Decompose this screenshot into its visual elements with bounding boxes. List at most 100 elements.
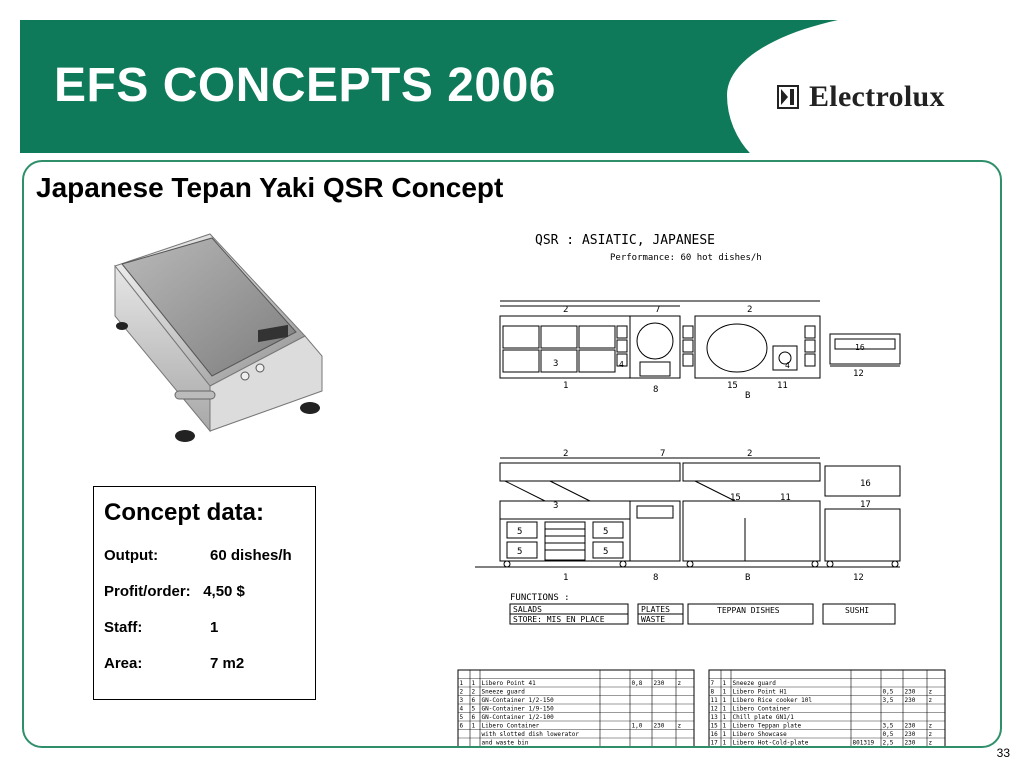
table-cell: 7 [711, 680, 715, 687]
table-cell: 1 [472, 680, 476, 687]
plan-label: B [745, 391, 750, 401]
drawing-performance: Performance: 60 hot dishes/h [610, 253, 762, 263]
table-cell: Libero Point H1 [733, 689, 788, 696]
table-cell: 0,5 [883, 731, 894, 738]
table-cell: Libero Showcase [733, 731, 788, 738]
elev-label: 15 [730, 493, 741, 503]
table-cell: z [929, 740, 933, 747]
concept-label: Staff: [104, 619, 143, 636]
table-cell: Sneeze guard [733, 680, 777, 687]
table-cell: 230 [654, 680, 665, 687]
table-cell: 4 [460, 706, 464, 713]
plan-label: 4 [785, 361, 790, 370]
function-label: SALADS [513, 605, 542, 614]
elev-label: 17 [860, 500, 871, 510]
table-cell: z [929, 689, 933, 696]
table-cell: 5 [460, 714, 464, 721]
table-cell: 1 [723, 740, 727, 747]
table-cell: z [929, 731, 933, 738]
table-cell: Libero Point 41 [482, 680, 537, 687]
concept-value: 4,50 $ [203, 583, 245, 600]
electrolux-mark-icon [777, 85, 799, 109]
elev-label: 12 [853, 573, 864, 583]
concept-label: Area: [104, 655, 143, 672]
concept-label: Output: [104, 547, 159, 564]
table-cell: Libero Hot-Cold-plate [733, 740, 809, 747]
table-cell: 230 [654, 723, 665, 730]
table-cell: 230 [905, 740, 916, 747]
plan-label: 2 [747, 305, 752, 315]
table-cell: z [929, 697, 933, 704]
table-cell: z [678, 680, 682, 687]
table-cell: 801319 [853, 740, 875, 747]
slide-title: EFS CONCEPTS 2006 [54, 59, 556, 112]
concept-value: 60 dishes/h [210, 547, 292, 564]
electrolux-logo: Electrolux [777, 80, 945, 114]
elev-label: 1 [563, 573, 568, 583]
plan-view: 2 7 2 3 4 4 16 1 8 15 11 B 12 [499, 300, 901, 401]
plan-label: 12 [853, 369, 864, 379]
concept-value: 7 m2 [210, 655, 245, 672]
logo-panel [727, 20, 1024, 153]
layout-drawing: QSR : ASIATIC, JAPANESE Performance: 60 … [457, 233, 946, 747]
table-cell: 1 [472, 723, 476, 730]
concept-row-area: Area: 7 m2 [104, 655, 244, 672]
table-cell: Libero Container [733, 706, 791, 713]
elev-label: 2 [747, 449, 752, 459]
plan-label: 8 [653, 385, 658, 395]
plan-label: 1 [563, 381, 568, 391]
table-cell: GN-Container 1/9-150 [482, 706, 555, 713]
teppan-grill-image [114, 233, 323, 442]
table-cell: 1 [723, 706, 727, 713]
table-cell: 11 [711, 697, 719, 704]
table-cell: 230 [905, 697, 916, 704]
table-cell: z [678, 723, 682, 730]
table-cell: 2 [472, 689, 476, 696]
table-cell: 1 [723, 723, 727, 730]
table-cell: 2,5 [883, 740, 894, 747]
table-cell: 6 [472, 697, 476, 704]
plan-label: 15 [727, 381, 738, 391]
elev-label: 16 [860, 479, 871, 489]
table-cell: 6 [472, 714, 476, 721]
elev-label: 7 [660, 449, 665, 459]
table-cell: 15 [711, 723, 719, 730]
table-cell: 13 [711, 714, 719, 721]
table-cell: 230 [905, 731, 916, 738]
elev-label: 5 [603, 527, 608, 537]
function-label: SUSHI [845, 606, 869, 615]
plan-label: 3 [553, 359, 558, 369]
function-label: TEPPAN DISHES [717, 606, 780, 615]
table-cell: 1 [723, 697, 727, 704]
functions-legend: FUNCTIONS : SALADS STORE: MIS EN PLACE P… [509, 593, 896, 625]
elev-label: 3 [553, 501, 558, 511]
concept-row-output: Output: 60 dishes/h [104, 547, 292, 564]
table-cell: z [929, 723, 933, 730]
concept-title: Concept data: [104, 499, 265, 526]
table-cell: 1 [723, 731, 727, 738]
drawing-title: QSR : ASIATIC, JAPANESE [535, 233, 715, 248]
plan-label: 11 [777, 381, 788, 391]
elev-label: 2 [563, 449, 568, 459]
header-banner: EFS CONCEPTS 2006 [20, 20, 1024, 153]
table-cell: 1,0 [632, 723, 643, 730]
table-cell: 1 [723, 714, 727, 721]
table-cell: Libero Container [482, 723, 540, 730]
table-cell: 1 [723, 689, 727, 696]
slide-subtitle: Japanese Tepan Yaki QSR Concept [36, 172, 504, 203]
table-cell: Sneeze guard [482, 689, 526, 696]
elev-label: 5 [517, 547, 522, 557]
plan-label: 2 [563, 305, 568, 315]
table-frame [708, 669, 946, 746]
logo-text: Electrolux [809, 80, 945, 113]
table-cell: 1 [723, 680, 727, 687]
table-cell: 12 [711, 706, 719, 713]
table-cell: 0,8 [632, 680, 643, 687]
concept-label: Profit/order: [104, 583, 191, 600]
table-cell: and waste bin [482, 740, 529, 747]
table-cell: with slotted dish lowerator [482, 731, 580, 738]
table-cell: GN-Container 1/2-150 [482, 697, 555, 704]
table-cell: 5 [472, 706, 476, 713]
table-cell: 3,5 [883, 697, 894, 704]
